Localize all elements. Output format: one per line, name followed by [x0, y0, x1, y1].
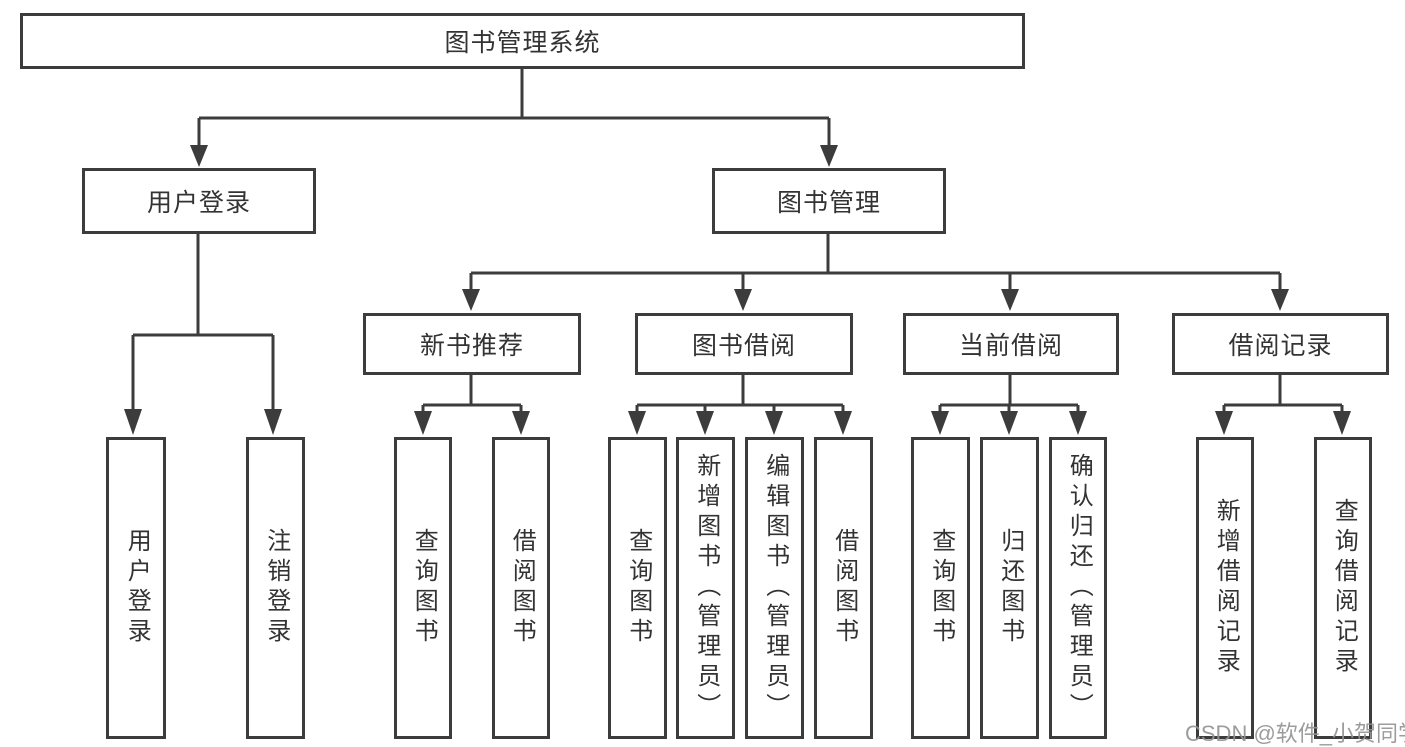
node-borrow-records-label: 借阅记录: [1228, 332, 1333, 360]
leaf-query-books-1: 查询图书: [394, 437, 452, 739]
node-user-login: 用户登录: [82, 168, 316, 234]
leaf-query-borrow-record: 查询借阅记录: [1314, 437, 1372, 739]
leaf-query-books-3: 查询图书: [911, 437, 970, 739]
leaf-add-book-admin: 新增图书（管理员）: [676, 437, 735, 739]
leaf-borrow-books-2: 借阅图书: [814, 437, 873, 739]
connector-user-login-group: [124, 233, 282, 435]
node-current-borrow-label: 当前借阅: [958, 332, 1063, 360]
leaf-edit-book-admin: 编辑图书（管理员）: [745, 437, 804, 739]
connector-book-management-group: [462, 233, 1289, 311]
node-new-book-recommend: 新书推荐: [363, 313, 581, 375]
leaf-logout: 注销登录: [246, 437, 305, 739]
node-library-system-label: 图书管理系统: [444, 29, 601, 57]
connector-book-borrow-group: [628, 374, 852, 435]
leaf-user-login: 用户登录: [106, 437, 166, 739]
leaf-return-book: 归还图书: [980, 437, 1039, 739]
leaf-borrow-books-1: 借阅图书: [492, 437, 550, 739]
connector-borrow-records-group: [1215, 374, 1351, 435]
node-library-system: 图书管理系统: [20, 13, 1025, 69]
node-borrow-records: 借阅记录: [1172, 313, 1389, 375]
leaf-query-books-2: 查询图书: [608, 437, 667, 739]
node-book-management: 图书管理: [712, 168, 946, 234]
node-book-borrow: 图书借阅: [635, 313, 853, 375]
connector-current-borrow-group: [931, 374, 1087, 435]
watermark: CSDN @软件_小贺同学: [1185, 721, 1405, 746]
node-book-borrow-label: 图书借阅: [691, 332, 796, 360]
node-new-book-recommend-label: 新书推荐: [419, 332, 524, 360]
connector-new-book-group: [414, 374, 530, 435]
connector-root-to-level2: [190, 68, 838, 167]
node-book-management-label: 图书管理: [776, 189, 881, 217]
leaf-add-borrow-record: 新增借阅记录: [1196, 437, 1254, 739]
node-current-borrow: 当前借阅: [903, 313, 1119, 375]
node-user-login-label: 用户登录: [146, 189, 251, 217]
leaf-confirm-return-admin: 确认归还（管理员）: [1049, 437, 1107, 739]
